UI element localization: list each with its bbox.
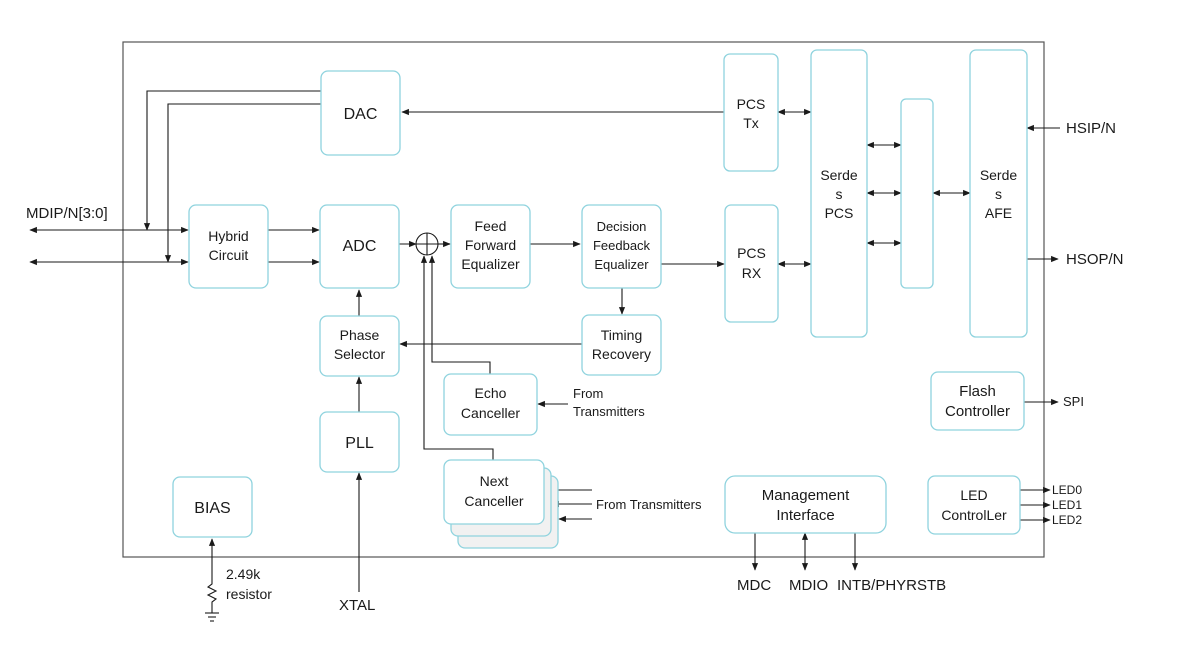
serdes-pcs-label-3: PCS — [825, 205, 854, 221]
bias-block: BIAS — [172, 476, 253, 538]
led1-label: LED1 — [1052, 498, 1082, 512]
mdc-label: MDC — [737, 577, 771, 594]
from-tx-echo-label-1: From — [573, 386, 603, 401]
serdes-afe-label-3: AFE — [985, 205, 1012, 221]
led2-label: LED2 — [1052, 513, 1082, 527]
ffe-label-3: Equalizer — [461, 256, 520, 272]
serdes-pcs-label-2: s — [836, 186, 843, 202]
pll-block: PLL — [319, 411, 400, 473]
intb-label: INTB/PHYRSTB — [837, 577, 946, 594]
wires — [29, 90, 1060, 592]
hybrid-label-1: Hybrid — [208, 228, 248, 244]
pcs-rx-block: PCS RX — [724, 204, 779, 323]
serdes-pcs-label-1: Serde — [820, 167, 858, 183]
wire-next-sum — [420, 255, 494, 460]
led-label-1: LED — [960, 487, 987, 503]
wire-echo-sum — [428, 255, 491, 374]
mdio-label: MDIO — [789, 577, 828, 594]
serdes-afe-block: Serde s AFE — [969, 49, 1028, 338]
resistor-symbol — [205, 578, 219, 622]
led0-label: LED0 — [1052, 483, 1082, 497]
dfe-label-3: Equalizer — [594, 257, 649, 272]
dfe-label-2: Feedback — [593, 238, 651, 253]
timing-label-1: Timing — [601, 327, 643, 343]
mgmt-label-2: Interface — [776, 507, 834, 524]
hybrid-label-2: Circuit — [209, 247, 249, 263]
led-label-2: ControlLer — [941, 507, 1007, 523]
pcs-tx-label-1: PCS — [737, 96, 766, 112]
pcs-tx-block: PCS Tx — [723, 53, 779, 172]
resistor-name-label: resistor — [226, 586, 272, 602]
wire-dac-to-hybrid-1 — [143, 90, 321, 231]
pcs-rx-label-1: PCS — [737, 245, 766, 261]
serdes-pcs-block: Serde s PCS — [810, 49, 868, 338]
echo-label-2: Canceller — [461, 405, 520, 421]
dfe-label-1: Decision — [597, 219, 647, 234]
phase-label-1: Phase — [340, 327, 380, 343]
hybrid-circuit-block: Hybrid Circuit — [188, 204, 269, 289]
hsip-label: HSIP/N — [1066, 120, 1116, 137]
phase-label-2: Selector — [334, 346, 386, 362]
timing-label-2: Recovery — [592, 346, 651, 362]
serdes-interconnect-block — [900, 98, 934, 289]
from-tx-next-label: From Transmitters — [596, 497, 702, 512]
pcs-tx-label-2: Tx — [743, 115, 759, 131]
mgmt-label-1: Management — [762, 487, 850, 504]
timing-recovery-block: Timing Recovery — [581, 314, 662, 376]
wire-dac-to-hybrid-2 — [164, 103, 321, 263]
serdes-afe-label-2: s — [995, 186, 1002, 202]
dfe-block: Decision Feedback Equalizer — [581, 204, 662, 289]
ffe-label-1: Feed — [475, 218, 507, 234]
serdes-afe-label-1: Serde — [980, 167, 1018, 183]
resistor-value-label: 2.49k — [226, 566, 261, 582]
spi-label: SPI — [1063, 394, 1084, 409]
ffe-label-2: Forward — [465, 237, 516, 253]
adc-block: ADC — [319, 204, 400, 289]
chip-boundary — [122, 41, 1045, 558]
summing-node — [415, 232, 439, 256]
flash-label-2: Controller — [945, 403, 1010, 420]
flash-label-1: Flash — [959, 383, 996, 400]
ffe-block: Feed Forward Equalizer — [450, 204, 531, 289]
dac-block: DAC — [320, 70, 401, 156]
led-controller-block: LED ControlLer — [927, 475, 1021, 535]
bias-label: BIAS — [194, 500, 230, 517]
pll-label: PLL — [345, 435, 374, 452]
echo-label-1: Echo — [475, 385, 507, 401]
dac-label: DAC — [344, 106, 378, 123]
hsop-label: HSOP/N — [1066, 251, 1124, 268]
flash-controller-block: Flash Controller — [930, 371, 1025, 431]
adc-label: ADC — [343, 238, 377, 255]
management-interface-block: Management Interface — [724, 475, 887, 534]
next-label-1: Next — [480, 473, 509, 489]
mdip-label: MDIP/N[3:0] — [26, 205, 108, 222]
xtal-label: XTAL — [339, 597, 375, 614]
next-canceller-block: Next Canceller — [443, 459, 559, 549]
pcs-rx-label-2: RX — [742, 265, 762, 281]
next-label-2: Canceller — [464, 493, 523, 509]
from-tx-echo-label-2: Transmitters — [573, 404, 645, 419]
echo-canceller-block: Echo Canceller — [443, 373, 538, 436]
phase-selector-block: Phase Selector — [319, 315, 400, 377]
